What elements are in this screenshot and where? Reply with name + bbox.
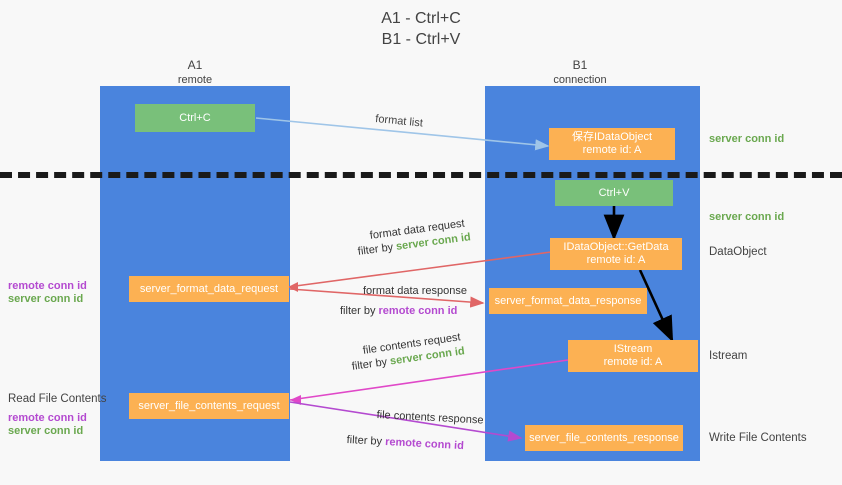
box-server-file-contents-request[interactable]: server_file_contents_request (129, 393, 289, 419)
left-label-remote-conn-id-1: remote conn id (8, 280, 87, 292)
column-header-a1: A1 remote (100, 58, 290, 88)
filter-prefix-3: filter by (351, 355, 391, 373)
edge-label-file-contents-response-filter: filter by remote conn id (346, 433, 464, 453)
title-line-2: B1 - Ctrl+V (381, 31, 461, 48)
box-server-format-data-request-label: server_format_data_request (139, 282, 279, 295)
box-server-format-data-response-label: server_format_data_response (494, 294, 642, 307)
phase-divider-dashed-line (0, 172, 842, 178)
column-header-b1-role: connection (553, 74, 607, 86)
box-server-file-contents-response-label: server_file_contents_response (529, 431, 679, 444)
right-label-server-conn-id-1: server conn id (709, 133, 785, 145)
column-header-b1-name: B1 (572, 58, 588, 72)
box-server-file-contents-response[interactable]: server_file_contents_response (525, 425, 683, 451)
filter-key-remote-conn-id-1: remote conn id (378, 305, 458, 317)
left-label-remote-conn-id-2: remote conn id (8, 412, 87, 424)
edge-label-format-list: format list (374, 112, 424, 130)
right-label-server-conn-id-2: server conn id (709, 211, 785, 223)
left-label-read-file-contents: Read File Contents (8, 393, 107, 405)
right-label-istream: Istream (709, 350, 748, 362)
box-idataobject-getdata[interactable]: IDataObject::GetData remote id: A (550, 238, 682, 270)
edge-label-file-contents-response: file contents response (376, 408, 484, 427)
column-header-a1-role: remote (177, 74, 213, 86)
box-idataobject-create-label: 保存IDataObject remote id: A (571, 131, 653, 156)
title-line-1: A1 - Ctrl+C (381, 10, 461, 27)
box-ctrl-c[interactable]: Ctrl+C (135, 104, 255, 132)
box-istream[interactable]: IStream remote id: A (568, 340, 698, 372)
column-header-a1-name: A1 (187, 58, 203, 72)
box-idataobject-getdata-label: IDataObject::GetData remote id: A (563, 241, 669, 266)
filter-key-remote-conn-id-2: remote conn id (384, 436, 465, 453)
box-idataobject-create[interactable]: 保存IDataObject remote id: A (549, 128, 675, 160)
page-title: A1 - Ctrl+C B1 - Ctrl+V (0, 8, 842, 50)
filter-prefix-2: filter by (340, 305, 379, 317)
column-header-b1: B1 connection (485, 58, 675, 88)
box-server-format-data-request[interactable]: server_format_data_request (129, 276, 289, 302)
box-ctrl-v[interactable]: Ctrl+V (555, 180, 673, 206)
left-label-server-conn-id-1: server conn id (8, 293, 84, 305)
edge-label-format-data-response: format data response (363, 285, 467, 297)
right-label-dataobject: DataObject (709, 246, 767, 258)
box-istream-label: IStream remote id: A (603, 343, 663, 368)
edge-label-format-data-response-filter: filter by remote conn id (340, 304, 457, 318)
box-ctrl-v-label: Ctrl+V (598, 186, 630, 199)
filter-prefix-1: filter by (357, 240, 397, 258)
box-server-format-data-response[interactable]: server_format_data_response (489, 288, 647, 314)
right-label-write-file-contents: Write File Contents (709, 432, 807, 444)
left-label-server-conn-id-2: server conn id (8, 425, 84, 437)
box-server-file-contents-request-label: server_file_contents_request (138, 399, 280, 412)
box-ctrl-c-label: Ctrl+C (179, 111, 211, 124)
filter-prefix-4: filter by (346, 433, 386, 448)
